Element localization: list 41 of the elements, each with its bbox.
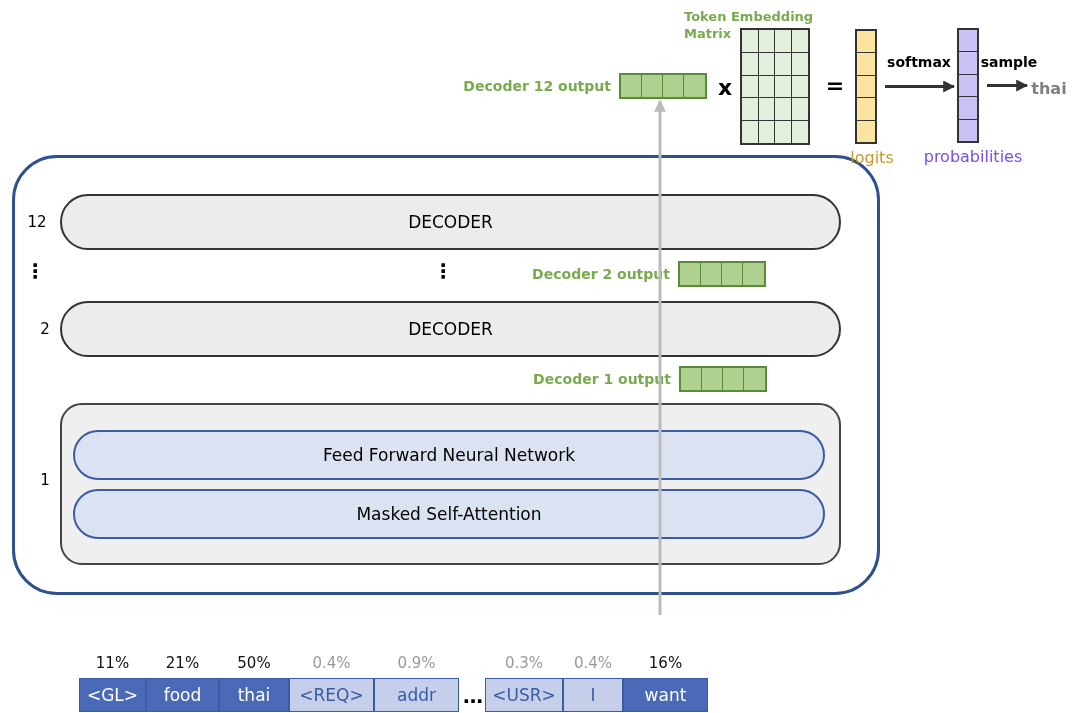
token-cell: want: [623, 678, 708, 712]
vector-label: probabilities: [922, 145, 1024, 167]
multiply-sign: x: [716, 74, 734, 100]
arrow: [987, 79, 1029, 92]
layer-number: 1: [39, 470, 51, 491]
ellipsis: ⋮: [26, 258, 44, 284]
edge-label: softmax: [888, 53, 950, 72]
probability-label: 16%: [647, 653, 684, 674]
output-token: thai: [1030, 76, 1068, 100]
token-cell: addr: [374, 678, 459, 712]
edge-label: sample: [980, 53, 1038, 72]
decoder-block: DECODER: [60, 194, 841, 250]
probability-label: 21%: [164, 653, 201, 674]
token-cell: <REQ>: [289, 678, 374, 712]
probability-label: 0.3%: [503, 653, 545, 674]
ellipsis: …: [462, 686, 484, 706]
vector-label: Decoder 2 output: [531, 265, 670, 284]
token-cell: <USR>: [485, 678, 563, 712]
token-cell: <GL>: [79, 678, 146, 712]
vector-label: logits: [849, 146, 895, 168]
probability-label: 11%: [94, 653, 131, 674]
layer-number: 12: [26, 212, 48, 233]
decoder-block: DECODER: [60, 301, 841, 357]
vector-label: Decoder 1 output: [532, 370, 671, 389]
probability-label: 0.4%: [311, 653, 352, 674]
equals-sign: =: [824, 72, 846, 98]
decoder-block: [60, 403, 841, 565]
matrix-label: Token Embedding Matrix: [684, 8, 814, 42]
token-cell: food: [146, 678, 219, 712]
arrow: [654, 99, 666, 615]
token-cell: thai: [219, 678, 289, 712]
token-cell: I: [563, 678, 623, 712]
ellipsis: ⋮: [434, 258, 452, 284]
layer-number: 2: [39, 319, 51, 340]
probability-label: 0.9%: [396, 653, 437, 674]
arrow: [885, 80, 956, 93]
vector-label: Decoder 12 output: [462, 77, 611, 96]
probability-label: 50%: [236, 653, 272, 674]
sublayer-block: Masked Self-Attention: [73, 489, 825, 539]
probability-label: 0.4%: [572, 653, 614, 674]
sublayer-block: Feed Forward Neural Network: [73, 430, 825, 480]
